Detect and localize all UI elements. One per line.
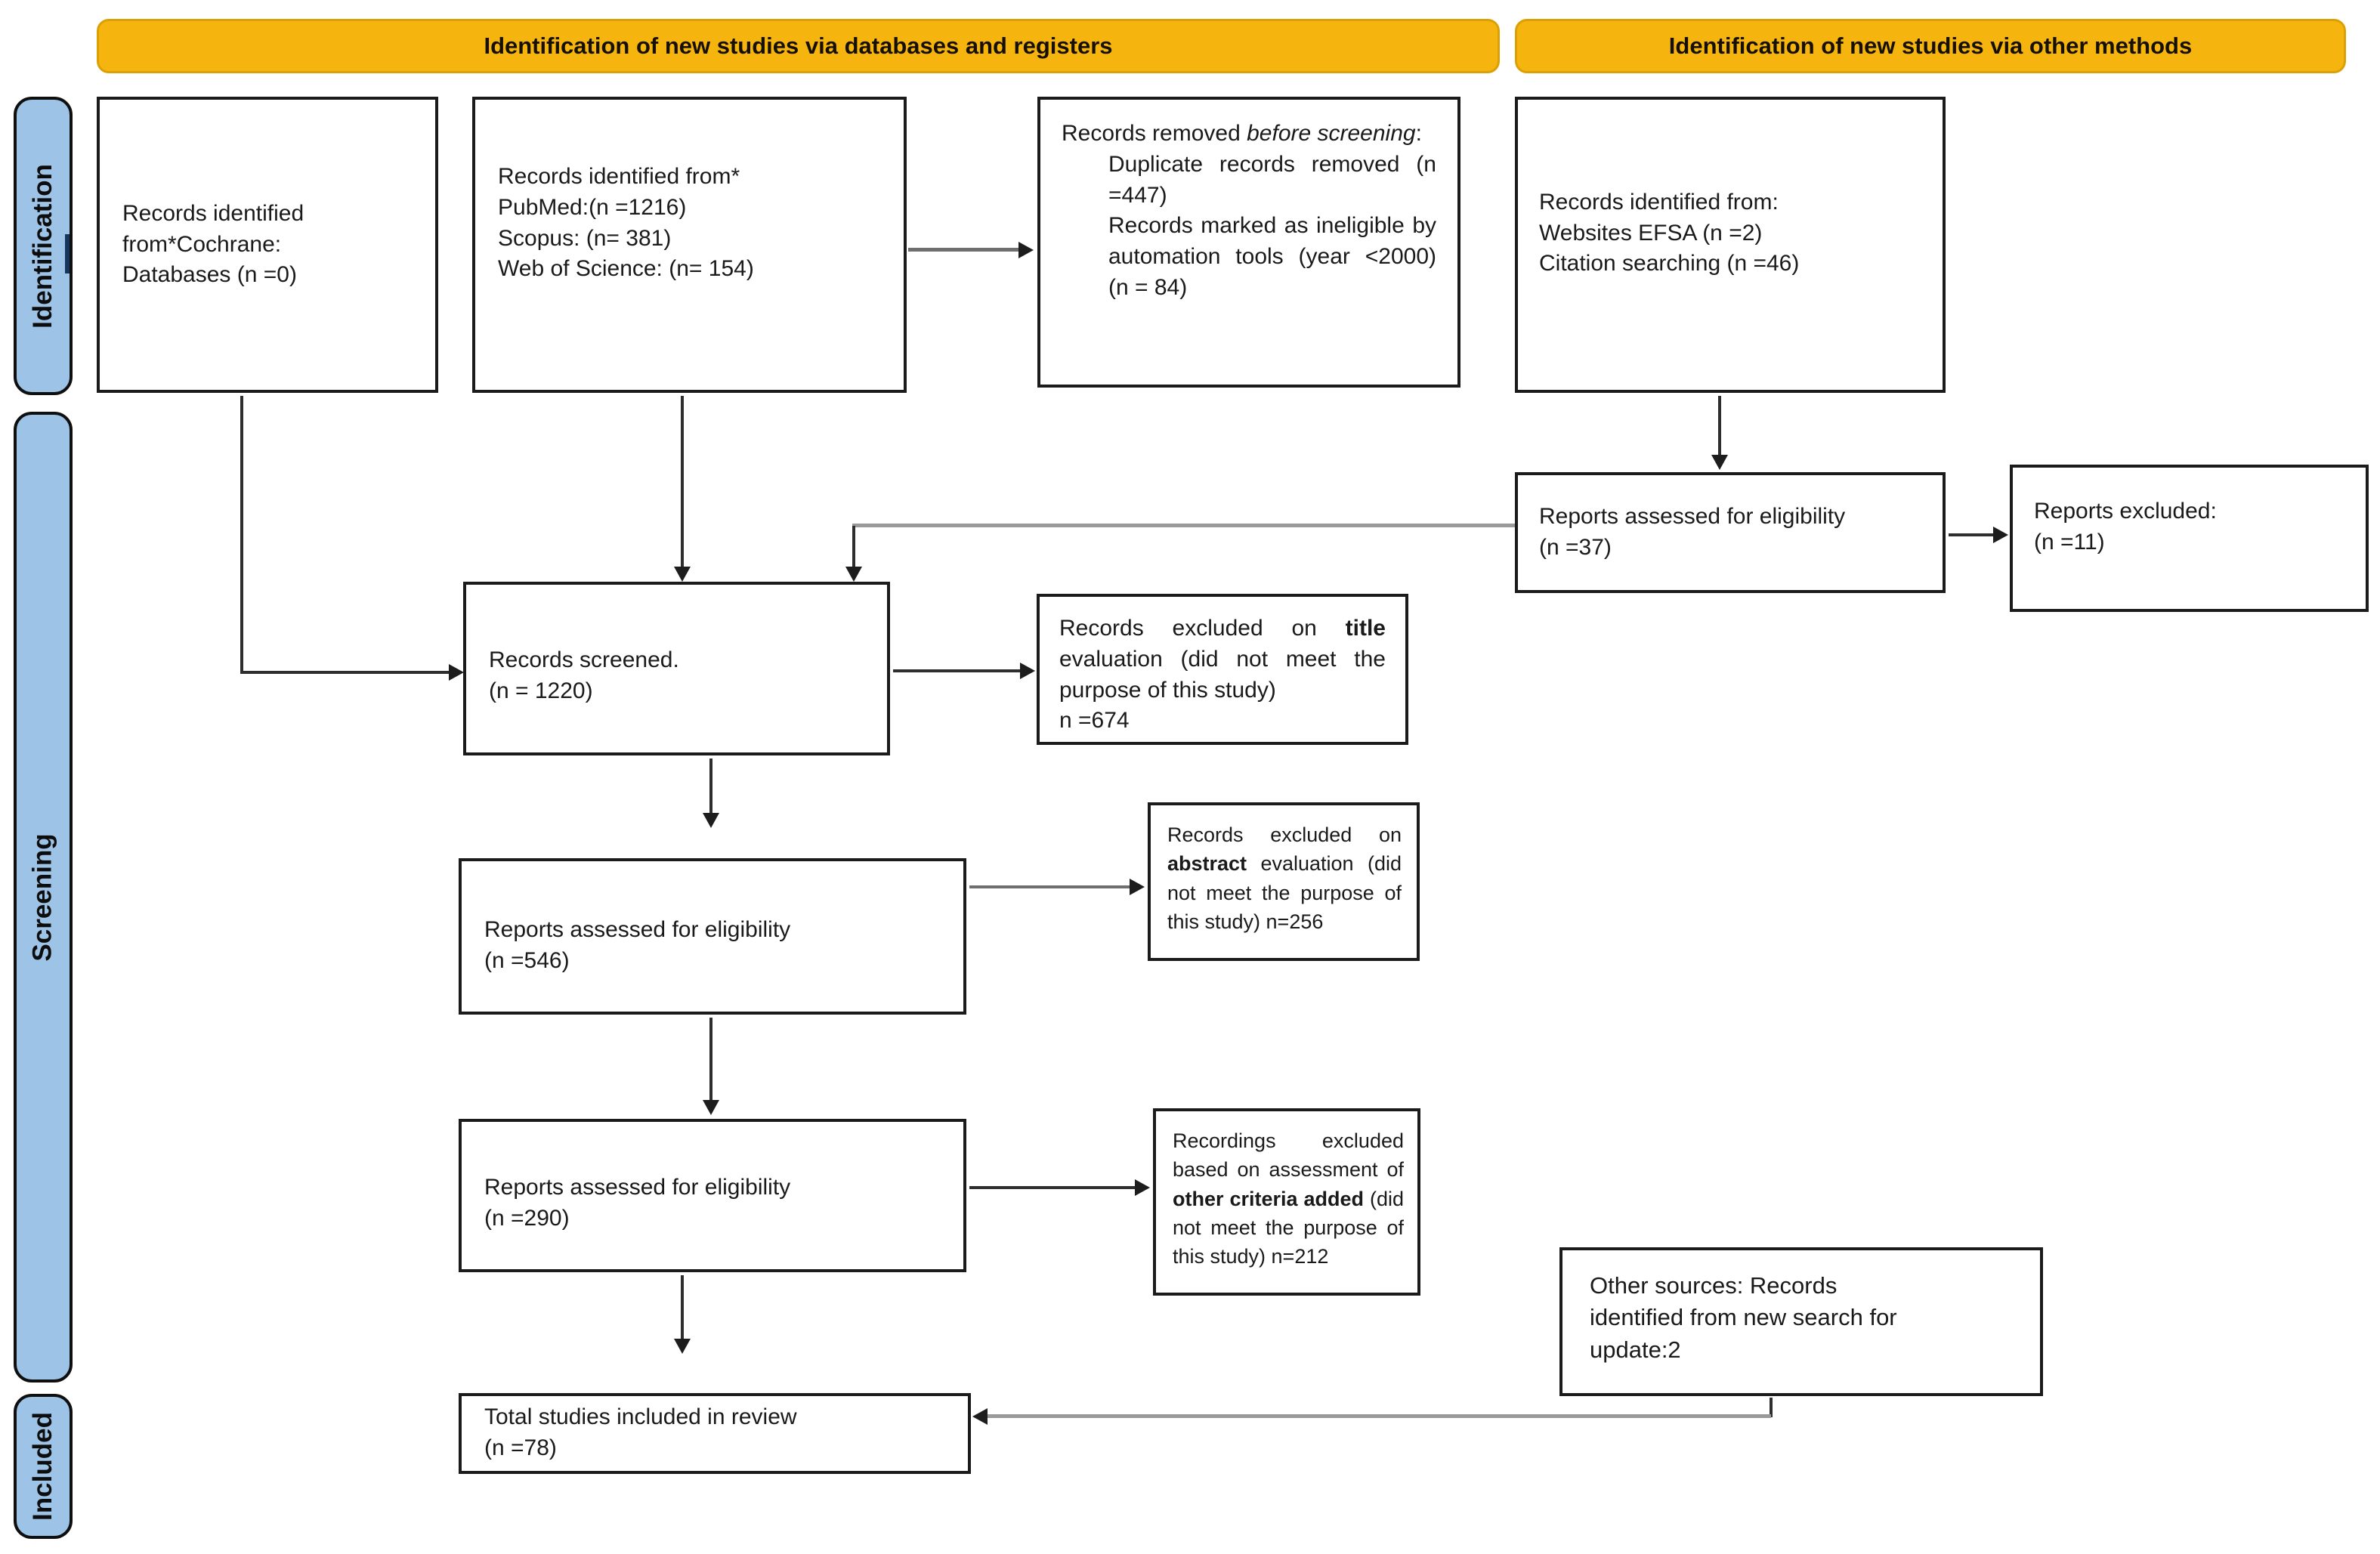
- removed-item-automation: Records marked as ineligible by automati…: [1108, 213, 1436, 300]
- excluded-criteria-pre: Recordings excluded based on assessment …: [1173, 1129, 1404, 1182]
- total-line2: (n =78): [484, 1435, 557, 1460]
- line-290-down: [681, 1275, 684, 1343]
- removed-lead-suffix: :: [1415, 121, 1422, 146]
- total-line1: Total studies included in review: [484, 1404, 797, 1429]
- line-screened-down: [709, 758, 712, 816]
- assessed37-line1: Reports assessed for eligibility: [1539, 504, 1846, 530]
- excluded-abstract-post: evaluation (did not meet the purpose of …: [1167, 852, 1402, 933]
- removed-item-duplicates: Duplicate records removed (n =447): [1108, 151, 1436, 208]
- line-pubmed-down: [681, 396, 684, 570]
- screened-line2: (n = 1220): [489, 678, 593, 703]
- box-records-identified-cochrane: Records identified from*Cochrane: Databa…: [97, 97, 438, 393]
- pubmed-line4: Web of Science: (n= 154): [498, 256, 754, 282]
- other-sources-line2: identified from new search for: [1590, 1304, 1897, 1331]
- cochrane-line2: from*Cochrane:: [122, 231, 282, 257]
- box-reports-assessed-37: Reports assessed for eligibility (n =37): [1515, 472, 1946, 593]
- cochrane-line1: Records identified: [122, 200, 304, 226]
- arrowhead-screened-to-title: [1020, 663, 1035, 679]
- line-screened-to-title: [893, 669, 1023, 672]
- other-identified-line3: Citation searching (n =46): [1539, 251, 1800, 277]
- line-290-to-criteria: [969, 1186, 1137, 1189]
- assessed290-line1: Reports assessed for eligibility: [484, 1174, 791, 1200]
- excluded-criteria-bold: other criteria added: [1173, 1187, 1364, 1210]
- arrowhead-546-down: [703, 1100, 719, 1115]
- assessed546-line2: (n =546): [484, 948, 570, 973]
- box-excluded-other-criteria: Recordings excluded based on assessment …: [1153, 1108, 1420, 1296]
- box-records-identified-databases: Records identified from* PubMed:(n =1216…: [472, 97, 907, 393]
- excluded-title-post: evaluation (did not meet the purpose of …: [1059, 646, 1386, 703]
- box-records-screened: Records screened. (n = 1220): [463, 582, 890, 755]
- line-546-to-abstract: [969, 885, 1134, 888]
- line-assessed37-to-screened: [852, 524, 1515, 527]
- sidebar-included: Included: [14, 1394, 73, 1539]
- excluded-title-pre: Records excluded on: [1059, 616, 1346, 641]
- excluded-title-bold: title: [1345, 616, 1386, 641]
- cochrane-line3: Databases (n =0): [122, 262, 297, 288]
- sidebar-identification-label: Identification: [28, 163, 57, 329]
- line-other-sources-to-total: [976, 1414, 1771, 1418]
- arrowhead-cochrane-to-screened: [449, 664, 464, 681]
- line-other-identified-down: [1718, 396, 1721, 458]
- line-546-down: [709, 1018, 712, 1104]
- assessed37-line2: (n =37): [1539, 535, 1612, 560]
- other-identified-line1: Records identified from:: [1539, 189, 1779, 215]
- sidebar-included-label: Included: [28, 1412, 57, 1521]
- assessed290-line2: (n =290): [484, 1205, 570, 1231]
- arrowhead-assessed37-to-excluded: [1993, 527, 2008, 543]
- reports-excluded-line2: (n =11): [2034, 529, 2105, 555]
- arrowhead-other-identified-down: [1711, 455, 1728, 470]
- excluded-criteria-post: (did not meet the purpose of this study)…: [1173, 1187, 1404, 1268]
- assessed546-line1: Reports assessed for eligibility: [484, 917, 791, 943]
- arrowhead-290-down: [674, 1339, 691, 1354]
- box-other-sources-update: Other sources: Records identified from n…: [1559, 1247, 2043, 1396]
- other-sources-line1: Other sources: Records: [1590, 1272, 1838, 1299]
- box-excluded-abstract: Records excluded on abstract evaluation …: [1148, 802, 1420, 961]
- reports-excluded-line1: Reports excluded:: [2034, 499, 2217, 524]
- box-reports-excluded-11: Reports excluded: (n =11): [2010, 465, 2369, 612]
- box-records-identified-other-methods: Records identified from: Websites EFSA (…: [1515, 97, 1946, 393]
- box-excluded-title: Records excluded on title evaluation (di…: [1037, 594, 1408, 745]
- arrowhead-546-to-abstract: [1130, 879, 1145, 895]
- box-records-removed-before-screening: Records removed before screening: Duplic…: [1037, 97, 1460, 388]
- other-sources-line3: update:2: [1590, 1336, 1681, 1363]
- header-other-methods-label: Identification of new studies via other …: [1668, 32, 2193, 59]
- removed-lead: Records removed: [1062, 121, 1247, 146]
- pubmed-line1: Records identified from*: [498, 164, 740, 189]
- identification-underscore-mark: [65, 234, 70, 273]
- arrowhead-assessed37-to-screened: [845, 567, 862, 582]
- excluded-title-count: n =674: [1059, 708, 1130, 734]
- sidebar-screening: Screening: [14, 412, 73, 1383]
- arrowhead-pubmed-down: [674, 567, 691, 582]
- header-other-methods: Identification of new studies via other …: [1515, 19, 2346, 73]
- removed-lead-italic: before screening: [1247, 121, 1416, 146]
- arrowhead-screened-down: [703, 813, 719, 828]
- line-assessed37-to-excluded: [1949, 533, 1997, 536]
- line-cochrane-right: [240, 671, 453, 674]
- sidebar-identification: Identification: [14, 97, 73, 395]
- excluded-title-paragraph: Records excluded on title evaluation (di…: [1059, 613, 1386, 706]
- line-other-sources-drop: [1770, 1398, 1773, 1417]
- line-assessed37-drop: [852, 526, 855, 570]
- excluded-abstract-pre: Records excluded on: [1167, 823, 1402, 846]
- other-identified-line2: Websites EFSA (n =2): [1539, 220, 1763, 246]
- removed-lead-paragraph: Records removed before screening:: [1062, 119, 1436, 150]
- line-pubmed-to-removed: [908, 248, 1022, 252]
- line-cochrane-down: [240, 396, 243, 674]
- screened-line1: Records screened.: [489, 647, 679, 673]
- arrowhead-other-sources-to-total: [972, 1408, 988, 1425]
- header-databases-label: Identification of new studies via databa…: [484, 32, 1113, 59]
- box-reports-assessed-290: Reports assessed for eligibility (n =290…: [459, 1119, 966, 1272]
- box-reports-assessed-546: Reports assessed for eligibility (n =546…: [459, 858, 966, 1015]
- arrowhead-290-to-criteria: [1135, 1179, 1150, 1196]
- header-databases-registers: Identification of new studies via databa…: [97, 19, 1500, 73]
- excluded-abstract-bold: abstract: [1167, 852, 1247, 876]
- box-total-included: Total studies included in review (n =78): [459, 1393, 971, 1474]
- pubmed-line3: Scopus: (n= 381): [498, 225, 672, 251]
- arrowhead-pubmed-to-removed: [1018, 242, 1034, 258]
- sidebar-screening-label: Screening: [28, 833, 58, 962]
- pubmed-line2: PubMed:(n =1216): [498, 194, 687, 220]
